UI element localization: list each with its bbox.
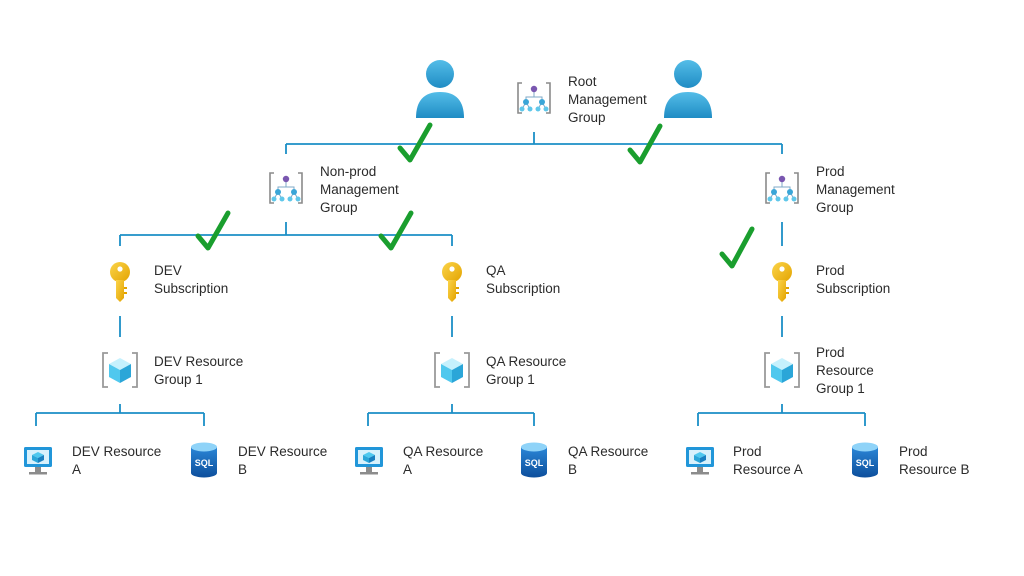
checkmark-icon [378, 210, 414, 251]
nonprod-management-group-label: Non-prod Management Group [320, 163, 399, 217]
label-line: Resource A [733, 462, 803, 477]
label-line: Prod [899, 444, 928, 459]
checkmark-icon [719, 226, 755, 269]
label-line: Management [320, 182, 399, 197]
label-line: Group 1 [816, 381, 865, 396]
dev-resource-group-label: DEV Resource Group 1 [154, 353, 243, 389]
label-line: Prod [733, 444, 762, 459]
resource-group-icon [764, 352, 800, 388]
virtual-machine-icon [355, 447, 383, 475]
label-line: Subscription [154, 281, 229, 296]
prod-resource-group-label: Prod Resource Group 1 [816, 344, 874, 398]
label-line: Non-prod [320, 164, 377, 179]
connector-qa-rg-bar [367, 404, 535, 426]
label-line: Group 1 [154, 372, 203, 387]
label-line: B [568, 462, 578, 477]
svg-text:SQL: SQL [195, 458, 214, 468]
dev-subscription-label: DEV Subscription [154, 262, 228, 298]
management-group-icon [765, 172, 799, 204]
label-line: DEV Resource [154, 354, 244, 369]
qa-subscription-label: QA Subscription [486, 262, 560, 298]
sql-database-icon: SQL [852, 442, 878, 478]
connector-dev-rg-bar [35, 404, 205, 426]
label-line: Group [816, 200, 854, 215]
label-line: QA [486, 263, 506, 278]
label-line: Root [568, 74, 597, 89]
label-line: Prod [816, 263, 845, 278]
virtual-machine-icon [24, 447, 52, 475]
user-icon [664, 60, 712, 118]
label-line: A [403, 462, 413, 477]
root-management-group-label: Root Management Group [568, 73, 647, 127]
label-line: Group [568, 110, 606, 125]
label-line: QA Resource [403, 444, 484, 459]
dev-resource-b-label: DEV Resource B [238, 443, 327, 479]
svg-text:SQL: SQL [525, 458, 544, 468]
label-line: QA Resource [568, 444, 649, 459]
sql-database-icon: SQL [521, 442, 547, 478]
connectors [35, 132, 866, 426]
key-icon [442, 262, 462, 302]
label-line: DEV Resource [238, 444, 328, 459]
key-icon [772, 262, 792, 302]
label-line: Resource [816, 363, 874, 378]
virtual-machine-icon [686, 447, 714, 475]
checkmark-icon [397, 122, 433, 163]
qa-resource-group-label: QA Resource Group 1 [486, 353, 566, 389]
label-line: Management [568, 92, 647, 107]
qa-resource-a-label: QA Resource A [403, 443, 483, 479]
checks [195, 122, 755, 269]
key-icon [110, 262, 130, 302]
user-icon [416, 60, 464, 118]
connector-prod-rg-bar [697, 404, 866, 426]
resource-group-icon [102, 352, 138, 388]
sql-database-icon: SQL [191, 442, 217, 478]
label-line: Group [320, 200, 358, 215]
prod-management-group-label: Prod Management Group [816, 163, 895, 217]
label-line: QA Resource [486, 354, 567, 369]
qa-resource-b-label: QA Resource B [568, 443, 648, 479]
label-line: B [238, 462, 248, 477]
prod-resource-a-label: Prod Resource A [733, 443, 803, 479]
resource-group-icon [434, 352, 470, 388]
label-line: A [72, 462, 82, 477]
label-line: DEV [154, 263, 182, 278]
checkmark-icon [627, 123, 663, 165]
label-line: Resource B [899, 462, 970, 477]
label-line: Subscription [486, 281, 561, 296]
label-line: DEV Resource [72, 444, 162, 459]
label-line: Prod [816, 164, 845, 179]
svg-text:SQL: SQL [856, 458, 875, 468]
label-line: Management [816, 182, 895, 197]
label-line: Group 1 [486, 372, 535, 387]
management-group-icon [517, 82, 551, 114]
dev-resource-a-label: DEV Resource A [72, 443, 161, 479]
checkmark-icon [195, 210, 231, 251]
label-line: Prod [816, 345, 845, 360]
management-group-icon [269, 172, 303, 204]
label-line: Subscription [816, 281, 891, 296]
prod-subscription-label: Prod Subscription [816, 262, 890, 298]
prod-resource-b-label: Prod Resource B [899, 443, 970, 479]
